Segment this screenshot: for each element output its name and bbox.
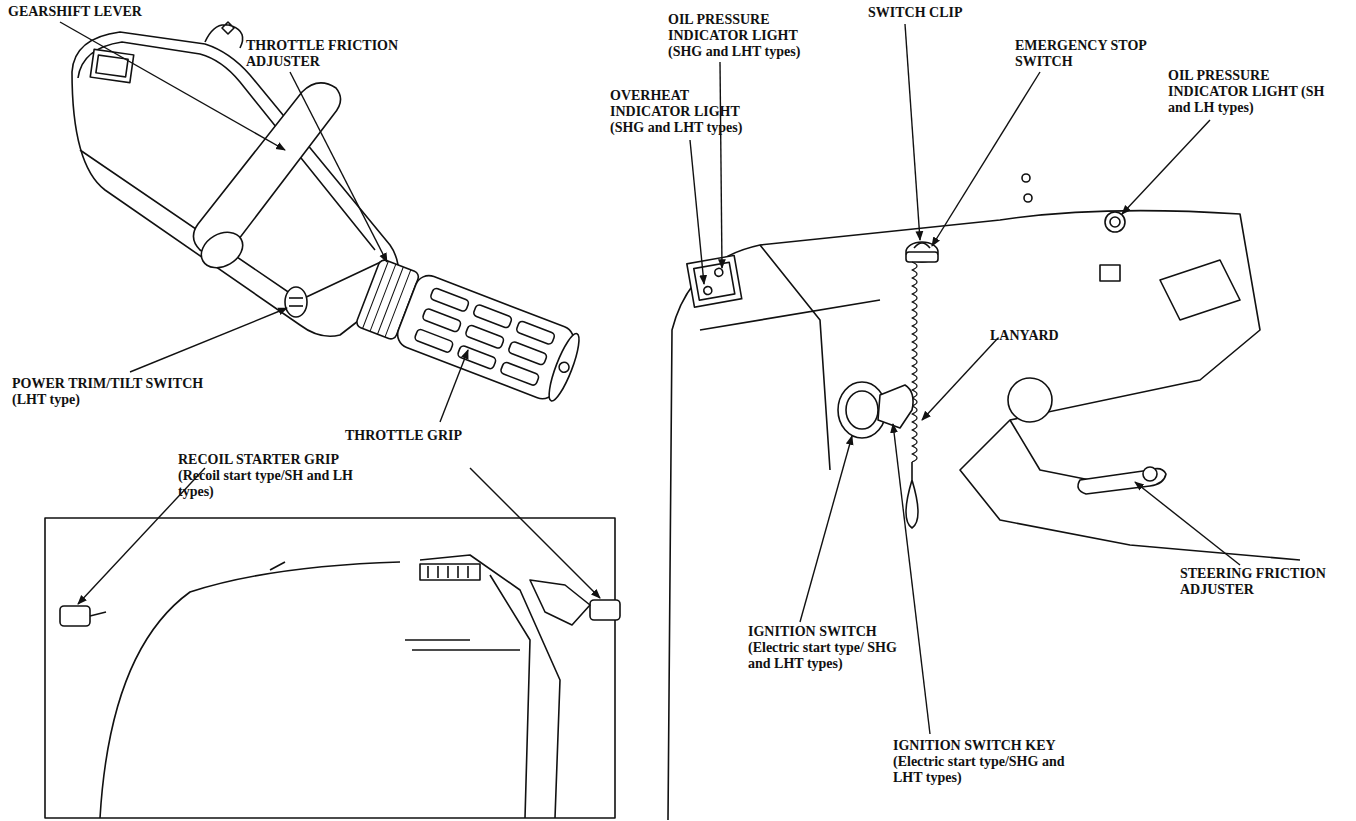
leader-line bbox=[922, 338, 998, 420]
leader-line bbox=[130, 308, 287, 372]
leader-line bbox=[1122, 120, 1210, 214]
engine-cover-curve bbox=[100, 562, 400, 818]
recoil-housing bbox=[530, 580, 590, 625]
cable-loop bbox=[205, 22, 243, 48]
trim-switch bbox=[285, 287, 307, 317]
lever-pivot bbox=[195, 225, 249, 275]
leader-line bbox=[800, 436, 852, 622]
part-label: GEARSHIFT LEVER bbox=[8, 4, 208, 20]
vent-slot-lines bbox=[428, 566, 468, 578]
trim-switch-line bbox=[289, 297, 303, 299]
part-label: OVERHEAT INDICATOR LIGHT (SHG and LHT ty… bbox=[610, 88, 770, 136]
lanyard-loop bbox=[906, 462, 918, 528]
part-label: LANYARD bbox=[990, 328, 1090, 344]
switch-clip bbox=[914, 243, 930, 248]
part-label: OIL PRESSURE INDICATOR LIGHT (SH and LH … bbox=[1168, 68, 1338, 116]
indicator-panel bbox=[687, 255, 742, 307]
steering-pivot bbox=[1008, 378, 1052, 422]
indicator-lamp bbox=[703, 286, 712, 295]
leader-line bbox=[690, 140, 704, 284]
part-label: SWITCH CLIP bbox=[868, 5, 998, 21]
stop-switch-base bbox=[906, 252, 938, 262]
leader-line bbox=[720, 62, 722, 268]
ignition-key bbox=[878, 385, 913, 428]
engine-vent bbox=[1160, 260, 1240, 320]
leader-line bbox=[290, 72, 387, 262]
part-label: POWER TRIM/TILT SWITCH (LHT type) bbox=[12, 376, 237, 408]
hull-dot bbox=[1024, 194, 1032, 202]
leader-line bbox=[470, 468, 600, 598]
recoil-grip bbox=[60, 606, 90, 626]
gearshift-lever bbox=[193, 83, 340, 256]
indicator-window bbox=[90, 49, 134, 82]
part-label: STEERING FRICTION ADJUSTER bbox=[1180, 566, 1350, 598]
leader-line bbox=[893, 424, 930, 734]
part-label: OIL PRESSURE INDICATOR LIGHT (SHG and LH… bbox=[668, 12, 833, 60]
trim-switch-line bbox=[289, 305, 303, 307]
adjuster-bolt bbox=[1143, 467, 1157, 481]
recoil-grip bbox=[590, 600, 620, 620]
ignition-switch-ring bbox=[846, 391, 878, 429]
leader-line bbox=[1135, 482, 1240, 565]
engine-slot bbox=[1100, 265, 1120, 281]
leader-line bbox=[440, 350, 468, 422]
oil-light-sh bbox=[1105, 212, 1125, 232]
inset-frame bbox=[45, 518, 615, 818]
engine-outline bbox=[668, 211, 1300, 820]
part-label: EMERGENCY STOP SWITCH bbox=[1015, 38, 1175, 70]
part-label: IGNITION SWITCH KEY (Electric start type… bbox=[893, 738, 1093, 786]
cover-seam bbox=[270, 562, 285, 570]
part-label: THROTTLE FRICTION ADJUSTER bbox=[246, 38, 421, 70]
part-label: RECOIL STARTER GRIP (Recoil start type/S… bbox=[178, 452, 373, 500]
lanyard-coil bbox=[912, 262, 917, 462]
tiller-body bbox=[72, 32, 399, 336]
indicator-panel-inner bbox=[694, 262, 735, 300]
oil-light-sh-inner bbox=[1110, 217, 1120, 227]
leader-line bbox=[905, 24, 920, 240]
part-label: THROTTLE GRIP bbox=[345, 428, 505, 444]
leader-line bbox=[932, 72, 1040, 246]
throttle-grip bbox=[354, 257, 585, 406]
recoil-rope bbox=[90, 612, 106, 616]
hull-dot bbox=[1022, 174, 1030, 182]
vent-slots bbox=[420, 564, 480, 580]
part-label: IGNITION SWITCH (Electric start type/ SH… bbox=[748, 624, 908, 672]
indicator-lamp bbox=[714, 268, 723, 277]
